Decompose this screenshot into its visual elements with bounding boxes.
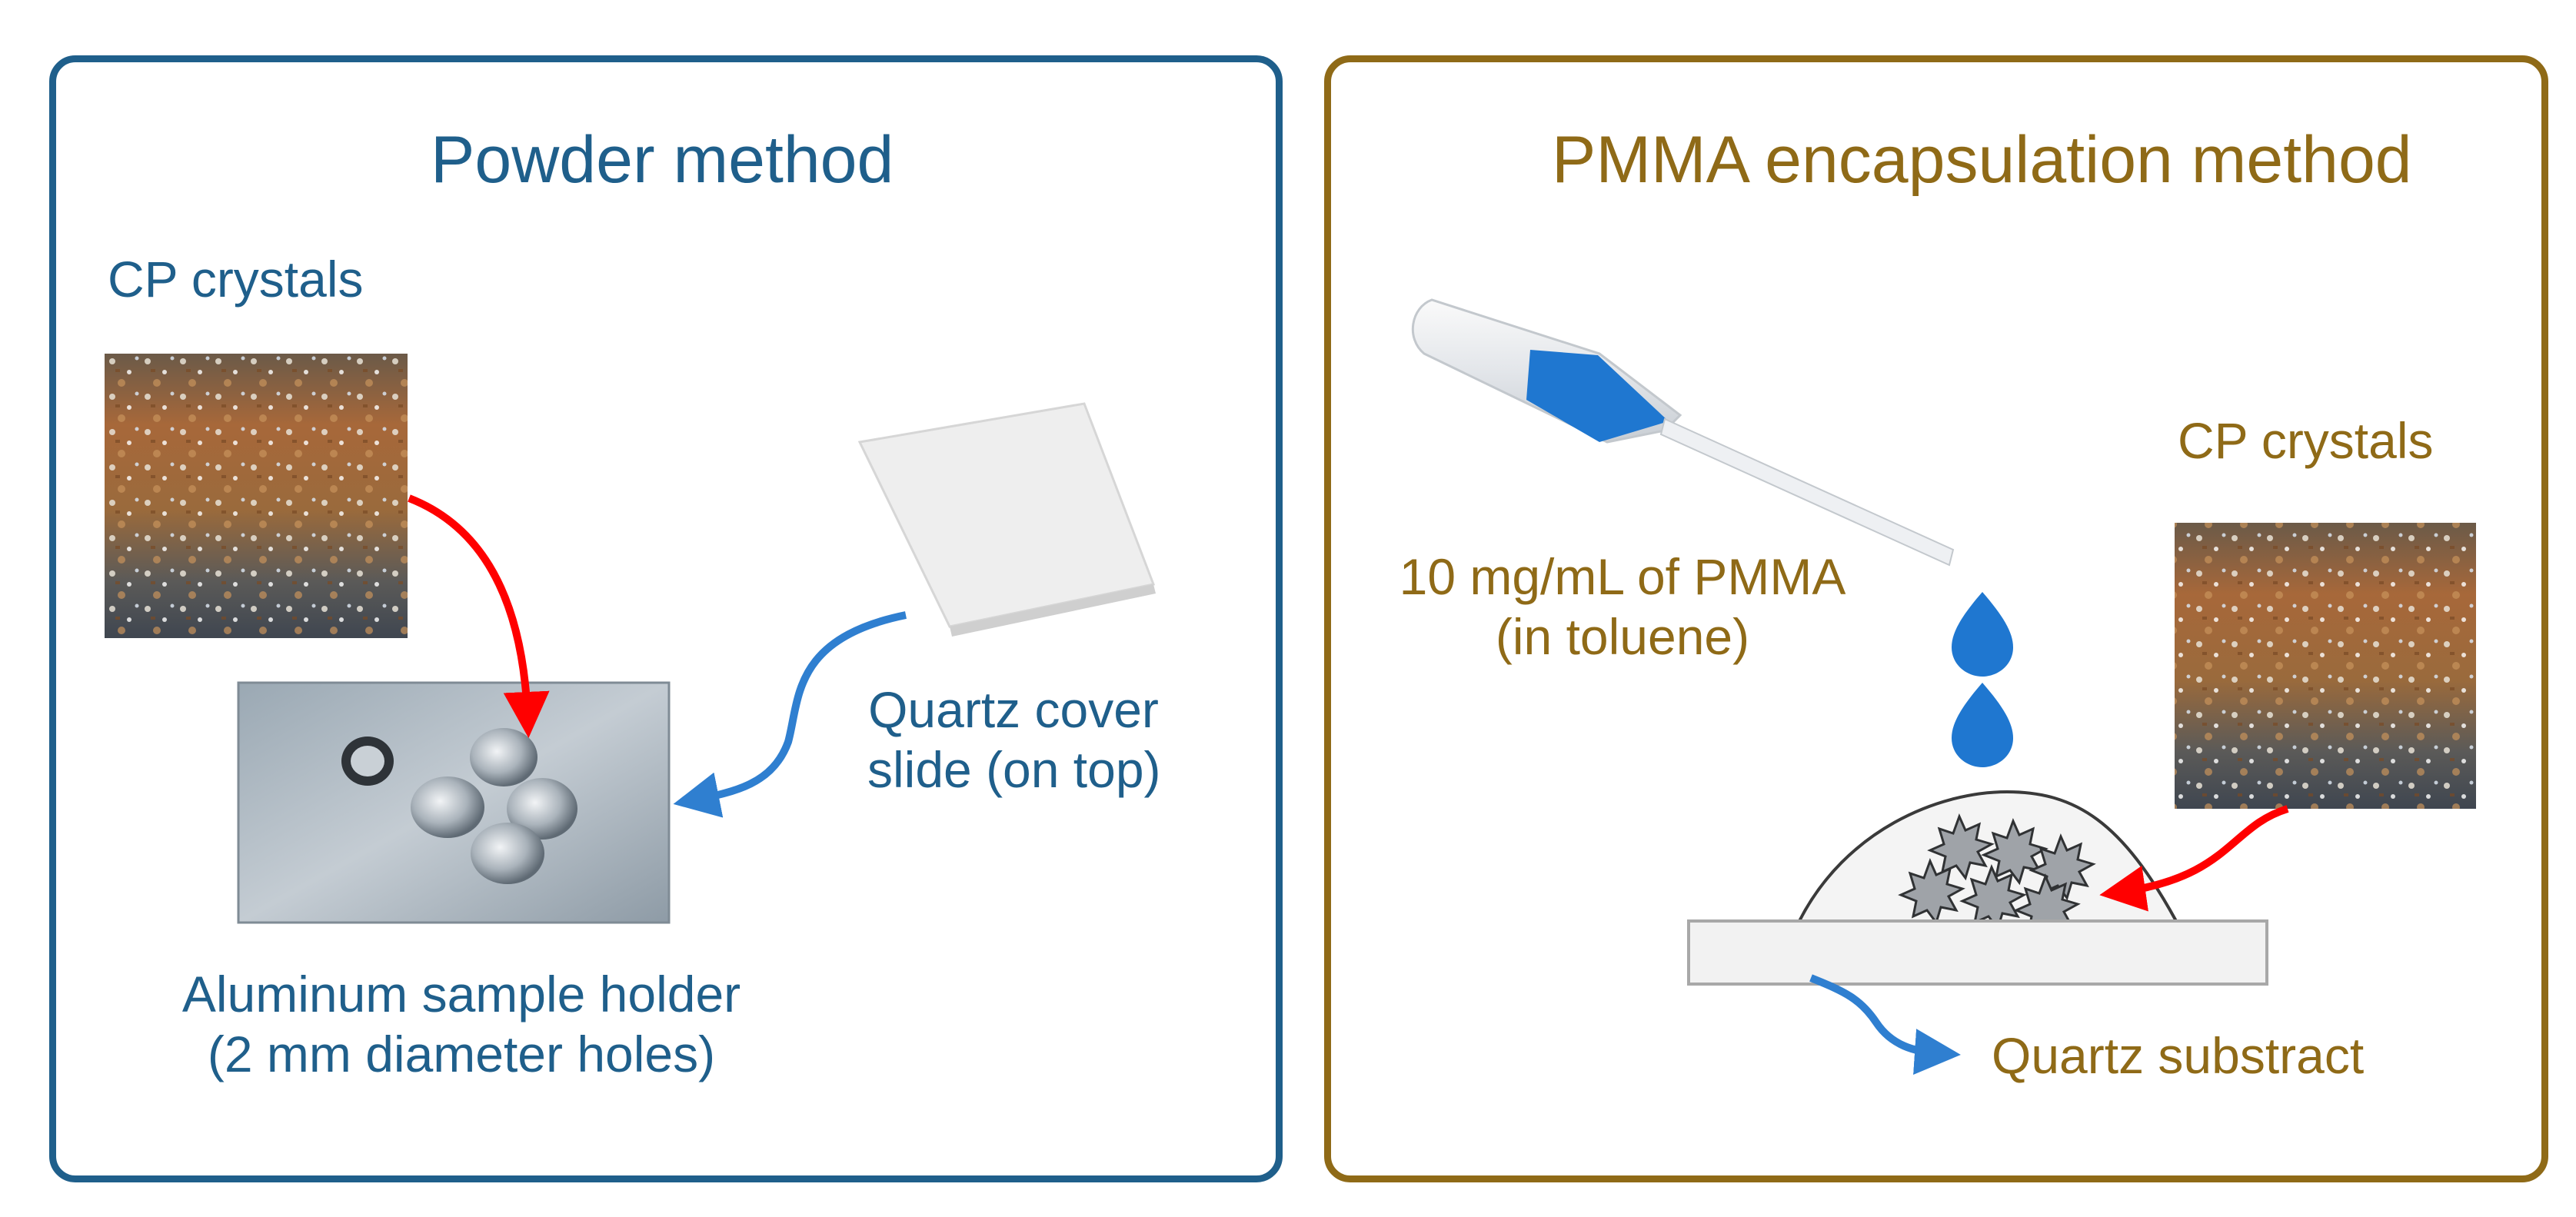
cp-crystals-label-right: CP crystals bbox=[2178, 412, 2434, 469]
quartz-substrate-label: Quartz substract bbox=[1992, 1027, 2365, 1084]
powder-method-title: Powder method bbox=[431, 123, 894, 197]
quartz-cover-line2: slide (on top) bbox=[867, 740, 1161, 798]
quartz-cover-line1: Quartz cover bbox=[868, 681, 1159, 738]
pmma-solution-label: 10 mg/mL of PMMA (in toluene) bbox=[1361, 547, 1884, 667]
aluminum-holder-label: Aluminum sample holder (2 mm diameter ho… bbox=[138, 965, 784, 1085]
pmma-method-title: PMMA encapsulation method bbox=[1552, 123, 2412, 197]
cp-crystals-label-left: CP crystals bbox=[108, 251, 364, 308]
aluminum-holder-line2: (2 mm diameter holes) bbox=[207, 1025, 716, 1082]
pmma-solution-line2: (in toluene) bbox=[1495, 607, 1750, 665]
pmma-solution-line1: 10 mg/mL of PMMA bbox=[1399, 548, 1846, 605]
quartz-cover-label: Quartz cover slide (on top) bbox=[867, 680, 1161, 800]
aluminum-holder-line1: Aluminum sample holder bbox=[181, 966, 741, 1022]
